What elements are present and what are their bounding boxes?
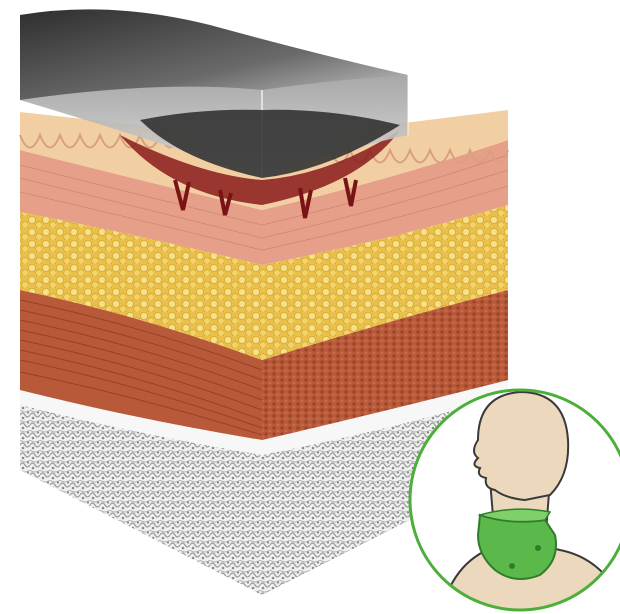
cervical-collar-inset: [410, 390, 620, 614]
